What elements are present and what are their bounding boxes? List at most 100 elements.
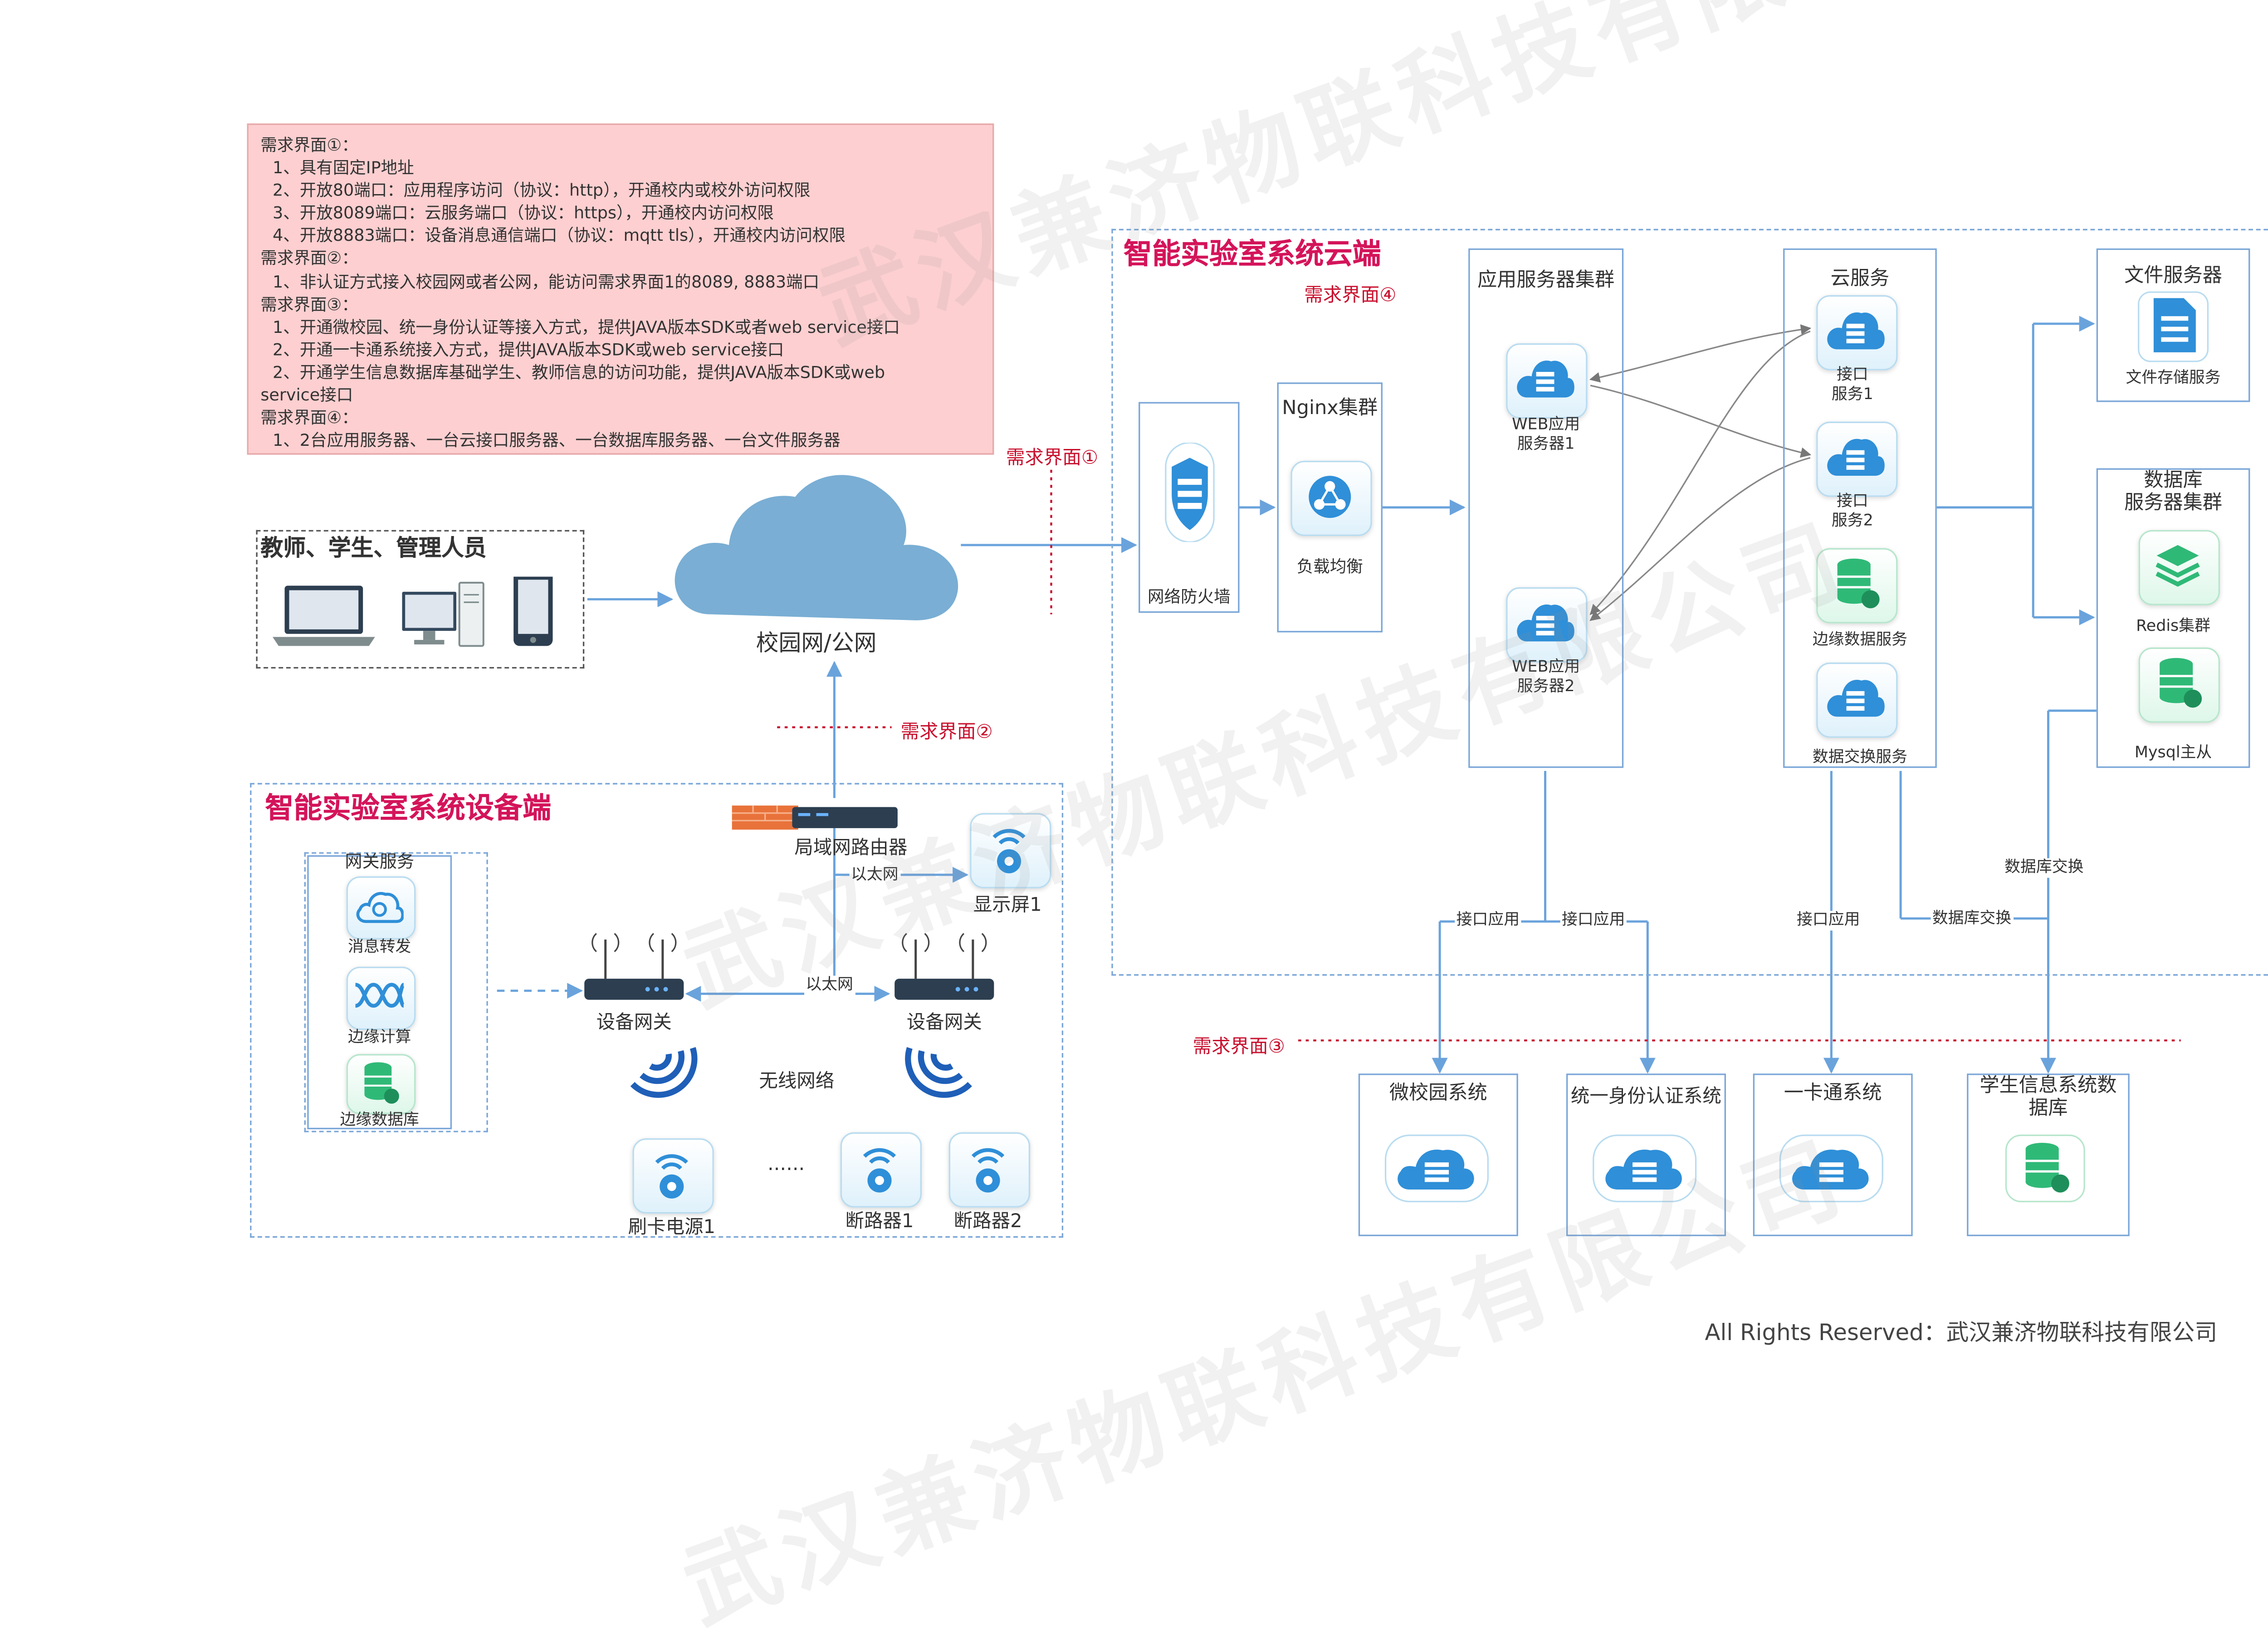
card-power-wifi-gear-icon: [655, 1154, 688, 1199]
data-exchange-label: 数据交换服务: [1812, 748, 1908, 766]
unified-auth-box: [1566, 1073, 1726, 1236]
device-side-title: 智能实验室系统设备端: [265, 792, 552, 825]
api1-cloud-server-icon: [1827, 312, 1885, 350]
edge-data-database-icon: [1837, 558, 1880, 609]
req-line: 2、开放80端口：应用程序访问（协议：http），开通校内或校外访问权限: [272, 181, 811, 201]
req-line: 1、非认证方式接入校园网或者公网，能访问需求界面1的8089, 8883端口: [272, 272, 820, 292]
phone-icon: [513, 576, 553, 646]
firewall-box: [1139, 402, 1240, 613]
micro-campus-title: 微校园系统: [1389, 1082, 1487, 1106]
gateway2-label: 设备网关: [906, 1010, 982, 1033]
load-balancer-tile: [1290, 460, 1372, 536]
micro-campus-cloud-server-icon: [1384, 1134, 1489, 1203]
req-line: 2、开通一卡通系统接入方式，提供JAVA版本SDK或web service接口: [272, 340, 784, 360]
load-balancer-icon: [1309, 476, 1351, 518]
edge-compute-wave-icon: [355, 983, 406, 1008]
nginx-cluster-box: [1277, 382, 1383, 633]
ethernet-label-1: 以太网: [849, 866, 900, 886]
db-cluster-box: [2096, 468, 2250, 768]
req-line: 需求界面④：: [260, 408, 358, 428]
file-server-box: [2096, 248, 2250, 402]
one-card-cloud-server-icon: [1779, 1134, 1883, 1203]
link-db-exchange-1: 数据库交换: [2003, 858, 2085, 878]
web2-label: WEB应用 服务器2: [1512, 658, 1580, 696]
router-firewall-icon: [732, 805, 898, 830]
desktop-icon: [402, 581, 484, 647]
edge-db-database-icon: [364, 1062, 399, 1104]
api2-cloud-server-icon: [1827, 439, 1885, 476]
link-api-app-2: 接口应用: [1560, 911, 1627, 931]
link-db-exchange-2: 数据库交换: [1931, 909, 2013, 929]
req-line: 4、开放8883端口：设备消息通信端口（协议：mqtt tls），开通校内访问权…: [272, 226, 846, 246]
api1-label: 接口 服务1: [1831, 366, 1873, 404]
laptop-icon: [272, 585, 375, 646]
req-line: 需求界面①：: [260, 135, 358, 155]
web2-cloud-server-icon: [1517, 605, 1574, 642]
display1-label: 显示屏1: [973, 892, 1042, 916]
breaker2-wifi-gear-icon: [971, 1148, 1005, 1193]
micro-campus-box: [1358, 1073, 1518, 1236]
wireless-label: 无线网络: [759, 1069, 835, 1092]
breaker1-tile: [840, 1132, 922, 1208]
msg-forward-tile: [346, 876, 416, 940]
router-label: 局域网路由器: [794, 835, 908, 858]
breaker1-label: 断路器1: [845, 1209, 914, 1232]
users-title: 教师、学生、管理人员: [260, 534, 487, 562]
link-api-app-1: 接口应用: [1455, 911, 1521, 931]
firewall-icon: [1165, 443, 1215, 542]
gateway-service-box: [304, 852, 488, 1132]
web1-cloud-server-icon: [1517, 361, 1574, 398]
mysql-label: Mysql主从: [2134, 744, 2212, 762]
data-exchange-cloud-server-icon: [1827, 680, 1885, 717]
unified-auth-cloud-server-icon: [1593, 1134, 1697, 1203]
student-db-title: 学生信息系统数 据库: [1980, 1075, 2117, 1121]
req-line: 3、开放8089端口：云服务端口（协议：https），开通校内访问权限: [272, 204, 774, 224]
nginx-cluster-title: Nginx集群: [1282, 397, 1378, 420]
redis-label: Redis集群: [2136, 617, 2210, 636]
interface-1-label: 需求界面①: [1006, 445, 1099, 468]
req-line: 2、开通学生信息数据库基础学生、教师信息的访问功能，提供JAVA版本SDK或we…: [272, 362, 885, 383]
users-box: 教师、学生、管理人员: [256, 530, 585, 669]
file-server-title: 文件服务器: [2124, 265, 2222, 288]
one-card-box: [1753, 1073, 1913, 1236]
load-balancer-label: 负载均衡: [1296, 557, 1363, 577]
req-line: 1、开通微校园、统一身份认证等接入方式，提供JAVA版本SDK或者web ser…: [272, 317, 900, 337]
interface-3-label: 需求界面③: [1193, 1034, 1285, 1057]
file-document-icon: [2138, 291, 2209, 362]
link-api-app-3: 接口应用: [1795, 911, 1862, 931]
gateway1-label: 设备网关: [596, 1010, 672, 1033]
cloud-service-box: [1783, 248, 1937, 768]
display1-wifi-gear-icon: [992, 829, 1026, 873]
app-cluster-title: 应用服务器集群: [1477, 269, 1615, 293]
device-side-container: [250, 783, 1064, 1238]
redis-layers-icon: [2156, 545, 2200, 587]
mysql-database-icon: [2160, 658, 2202, 708]
app-cluster-box: [1468, 248, 1624, 768]
ethernet-label-2: 以太网: [804, 975, 855, 995]
gateway2-icon: [894, 933, 994, 1000]
network-label: 校园网/公网: [756, 629, 877, 657]
web1-label: WEB应用 服务器1: [1512, 415, 1580, 453]
edge-compute-label: 边缘计算: [347, 1028, 411, 1047]
interface-4-label: 需求界面④: [1304, 283, 1397, 306]
req-line: service接口: [260, 385, 353, 405]
gateway-service-title: 网关服务: [345, 850, 415, 872]
ellipsis-label: ......: [767, 1153, 805, 1176]
cloud-service-title: 云服务: [1830, 268, 1890, 291]
student-db-box: [1967, 1073, 2130, 1236]
cloud-side-title: 智能实验室系统云端: [1123, 238, 1381, 271]
unified-auth-title: 统一身份认证系统: [1570, 1084, 1721, 1107]
edge-data-label: 边缘数据服务: [1812, 631, 1908, 649]
breaker1-wifi-gear-icon: [863, 1148, 896, 1193]
redis-tile: [2138, 530, 2220, 605]
one-card-title: 一卡通系统: [1784, 1082, 1882, 1106]
network-cloud-icon: [675, 475, 958, 620]
req-line: 1、具有固定IP地址: [272, 158, 414, 178]
msg-forward-label: 消息转发: [347, 938, 411, 956]
cloud-side-container: [1111, 229, 2268, 976]
user-devices: [272, 576, 553, 647]
req-line: 1、2台应用服务器、一台云接口服务器、一台数据库服务器、一台文件服务器: [272, 431, 841, 451]
gateway-service-inner: [307, 855, 452, 1130]
student-db-database-icon: [2005, 1134, 2085, 1203]
edge-db-label: 边缘数据库: [340, 1111, 419, 1130]
